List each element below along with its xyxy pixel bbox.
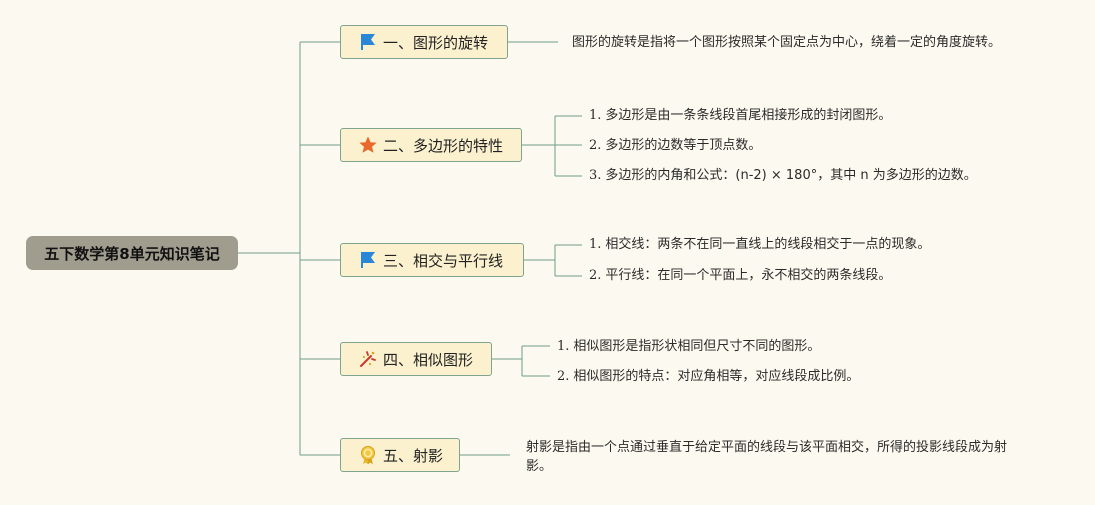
note-projection: 射影是指由一个点通过垂直于给定平面的线段与该平面相交，所得的投影线段成为射影。 [526,440,1008,474]
note-polygon-2: 2.多边形的边数等于顶点数。 [589,138,762,153]
award-medal-icon [358,445,378,465]
branch-polygon[interactable]: 二、多边形的特性 [340,128,522,162]
branch-title: 五、射影 [383,446,444,465]
note-lines-1: 1.相交线：两条不在同一直线上的线段相交于一点的现象。 [589,237,931,252]
party-popper-icon [358,349,378,369]
branch-title: 二、多边形的特性 [383,136,504,155]
note-rotation: 图形的旋转是指将一个图形按照某个固定点为中心，绕着一定的角度旋转。 [572,35,1002,50]
blue-flag-icon [358,250,378,270]
branch-rotation[interactable]: 一、图形的旋转 [340,25,508,59]
root-topic[interactable]: 五下数学第8单元知识笔记 [26,236,238,270]
note-polygon-1: 1.多边形是由一条条线段首尾相接形成的封闭图形。 [589,108,892,123]
blue-flag-icon [358,32,378,52]
note-polygon-3: 3.多边形的内角和公式：(n-2) × 180°，其中 n 为多边形的边数。 [589,168,977,183]
branch-similar[interactable]: 四、相似图形 [340,342,492,376]
root-title: 五下数学第8单元知识笔记 [44,244,220,263]
branch-lines[interactable]: 三、相交与平行线 [340,243,524,277]
note-similar-1: 1.相似图形是指形状相同但尺寸不同的图形。 [557,339,821,354]
orange-star-icon [358,135,378,155]
note-similar-2: 2.相似图形的特点：对应角相等，对应线段成比例。 [557,369,860,384]
note-lines-2: 2.平行线：在同一个平面上，永不相交的两条线段。 [589,268,892,283]
branch-title: 一、图形的旋转 [383,33,489,52]
branch-title: 四、相似图形 [383,350,474,369]
branch-projection[interactable]: 五、射影 [340,438,460,472]
branch-title: 三、相交与平行线 [383,251,504,270]
